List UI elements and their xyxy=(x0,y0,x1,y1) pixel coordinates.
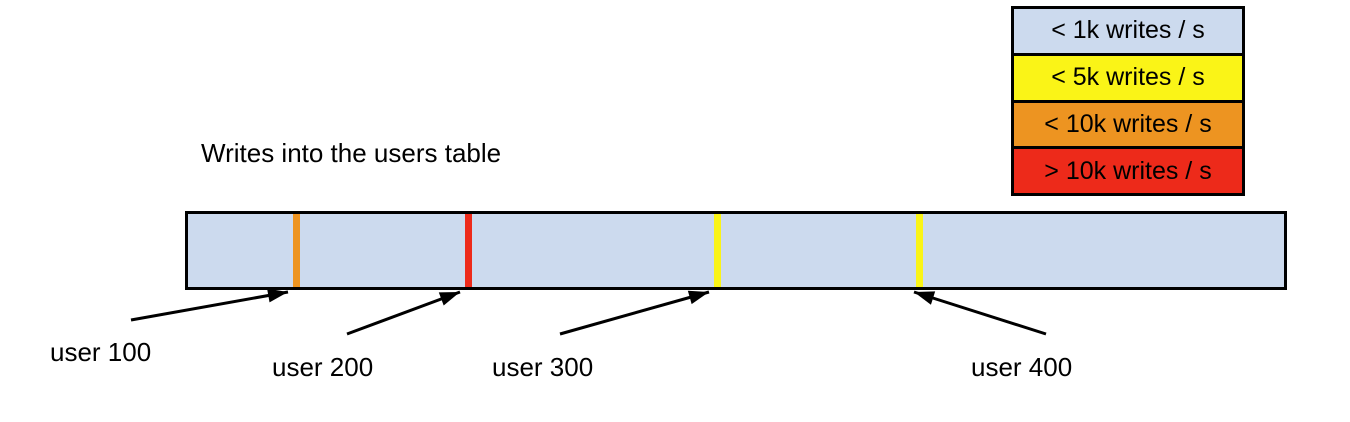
legend: < 1k writes / s < 5k writes / s < 10k wr… xyxy=(1011,6,1245,196)
legend-item-lt-1k: < 1k writes / s xyxy=(1011,6,1245,53)
diagram-title: Writes into the users table xyxy=(201,138,502,168)
annotation-arrow-user-300 xyxy=(559,290,710,336)
legend-item-lt-5k: < 5k writes / s xyxy=(1011,52,1245,100)
annotation-label-user-200: user 200 xyxy=(272,352,374,382)
annotation-arrow-user-100 xyxy=(130,288,289,322)
user-100-stripe xyxy=(293,214,300,287)
user-200-stripe xyxy=(465,214,472,287)
legend-item-label: < 5k writes / s xyxy=(1051,63,1205,92)
legend-item-lt-10k: < 10k writes / s xyxy=(1011,99,1245,147)
user-400-stripe xyxy=(916,214,923,287)
annotation-label-user-300: user 300 xyxy=(492,352,594,382)
users-table-bar xyxy=(185,211,1287,290)
annotation-label-user-100: user 100 xyxy=(50,337,152,367)
legend-item-gt-10k: > 10k writes / s xyxy=(1011,146,1245,196)
annotation-arrow-user-400 xyxy=(913,290,1047,336)
legend-item-label: < 1k writes / s xyxy=(1051,16,1205,45)
annotation-label-user-400: user 400 xyxy=(971,352,1073,382)
user-300-stripe xyxy=(714,214,721,287)
legend-item-label: > 10k writes / s xyxy=(1044,156,1212,185)
legend-item-label: < 10k writes / s xyxy=(1044,109,1212,138)
annotation-arrow-user-200 xyxy=(346,290,461,336)
